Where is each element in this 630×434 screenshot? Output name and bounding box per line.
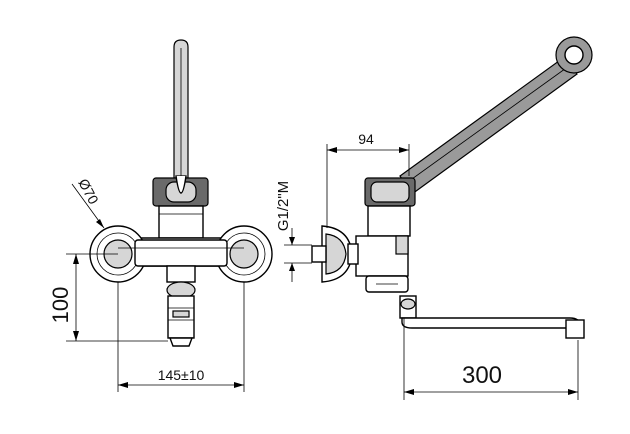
dim-diameter-label: Ø70 bbox=[75, 176, 102, 207]
side-body bbox=[355, 235, 409, 293]
front-lever bbox=[173, 39, 189, 187]
dim-width-label: 145±10 bbox=[158, 367, 205, 383]
dim-100-lines bbox=[66, 253, 168, 342]
side-flange bbox=[311, 225, 359, 283]
dim-spout-label: 300 bbox=[462, 362, 502, 389]
dim-thread-lines bbox=[284, 228, 312, 282]
side-spout bbox=[399, 295, 585, 339]
front-cartridge bbox=[152, 175, 209, 239]
side-lever bbox=[399, 36, 593, 195]
side-view: 94 G1/2"M 300 bbox=[275, 36, 593, 400]
front-view: Ø70 100 145±10 bbox=[48, 39, 273, 392]
dim-height-label: 100 bbox=[48, 287, 73, 324]
dim-thread-label: G1/2"M bbox=[275, 181, 292, 231]
front-outlet bbox=[166, 265, 196, 347]
dim-145-lines bbox=[117, 282, 245, 392]
dim-top-label: 94 bbox=[358, 131, 374, 147]
side-cartridge bbox=[364, 177, 416, 237]
dim-300-lines bbox=[403, 318, 579, 400]
diameter-leader bbox=[71, 183, 105, 229]
dim-94-lines bbox=[326, 144, 410, 228]
